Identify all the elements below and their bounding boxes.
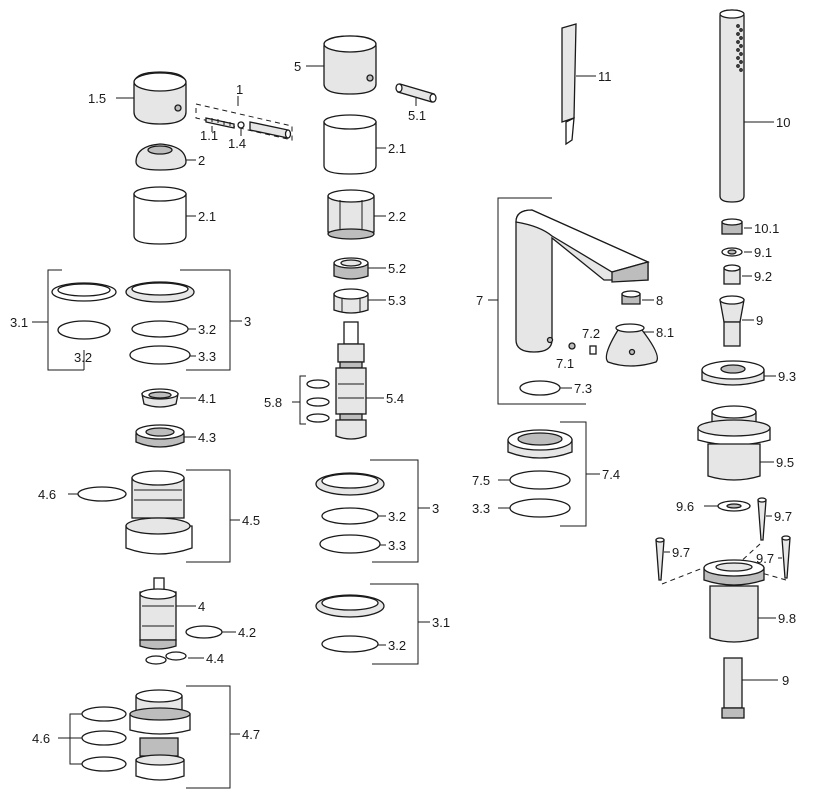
label-9-5: 9.5 — [776, 455, 794, 470]
label-3-3b: 3.3 — [388, 538, 406, 553]
label-7-2: 7.2 — [582, 326, 600, 341]
label-4-7: 4.7 — [242, 727, 260, 742]
label-9-7c: 9.7 — [756, 551, 774, 566]
part-4-cartridge — [139, 577, 177, 650]
part-9-hose-lower — [721, 657, 745, 719]
label-8: 8 — [656, 293, 663, 308]
part-9-5-bush — [697, 405, 771, 481]
label-4-5: 4.5 — [242, 513, 260, 528]
label-1-4: 1.4 — [228, 136, 246, 151]
label-9-7a: 9.7 — [774, 509, 792, 524]
label-8-1: 8.1 — [656, 325, 674, 340]
label-7-4: 7.4 — [602, 467, 620, 482]
label-7-5: 7.5 — [472, 473, 490, 488]
part-1-shaft — [195, 96, 293, 141]
label-2-1b: 2.1 — [388, 141, 406, 156]
label-4-3: 4.3 — [198, 430, 216, 445]
part-8-1-bell — [605, 323, 659, 367]
part-2-dome — [135, 143, 187, 171]
part-9-7-screws — [655, 497, 791, 581]
label-10-1: 10.1 — [754, 221, 779, 236]
label-4-1: 4.1 — [198, 391, 216, 406]
label-4: 4 — [198, 599, 205, 614]
label-4-6b: 4.6 — [32, 731, 50, 746]
label-3-1a: 3.1 — [10, 315, 28, 330]
part-9-2-fitting — [723, 264, 741, 285]
part-2-2-adapter — [327, 189, 375, 240]
part-7-4-ring-set — [507, 429, 573, 518]
label-5-1: 5.1 — [408, 108, 426, 123]
label-5-3: 5.3 — [388, 293, 406, 308]
label-9-3: 9.3 — [778, 369, 796, 384]
label-7-3: 7.3 — [574, 381, 592, 396]
label-1: 1 — [236, 82, 243, 97]
part-4-3-nut — [135, 424, 185, 448]
label-3-1b: 3.1 — [432, 615, 450, 630]
part-5-3-nut — [333, 288, 369, 314]
label-3-3a: 3.3 — [198, 349, 216, 364]
part-5-2-nut — [333, 257, 369, 280]
part-3-ring-set — [125, 281, 195, 365]
part-2-1-sleeve-b — [323, 114, 377, 175]
label-3-2a: 3.2 — [74, 350, 92, 365]
part-1-5-cap — [133, 71, 187, 125]
label-3a: 3 — [244, 314, 251, 329]
label-4-2: 4.2 — [238, 625, 256, 640]
part-2-1-sleeve — [133, 186, 187, 245]
part-9-6-clip — [717, 500, 751, 512]
label-9-7b: 9.7 — [672, 545, 690, 560]
part-8-aerator — [621, 290, 641, 305]
label-3-2d: 3.2 — [388, 638, 406, 653]
label-3-3c: 3.3 — [472, 501, 490, 516]
label-4-6a: 4.6 — [38, 487, 56, 502]
label-7: 7 — [476, 293, 483, 308]
label-10: 10 — [776, 115, 790, 130]
part-9-3-washer — [701, 360, 765, 386]
part-4-7-assembly — [129, 689, 191, 781]
part-5-4-spindle — [335, 321, 367, 440]
label-3b: 3 — [432, 501, 439, 516]
label-9-8: 9.8 — [778, 611, 796, 626]
label-5-8: 5.8 — [264, 395, 282, 410]
part-3-1-ring-set-b — [315, 594, 385, 653]
label-9b: 9 — [782, 673, 789, 688]
part-4-1-insert — [141, 388, 179, 408]
part-3-ring-set-b — [315, 472, 385, 554]
part-9-8-shank — [703, 559, 765, 643]
label-11: 11 — [598, 69, 612, 84]
label-7-1: 7.1 — [556, 356, 574, 371]
part-4-5-body — [125, 470, 193, 555]
part-3-1-ring-set — [51, 282, 117, 340]
label-1-5: 1.5 — [88, 91, 106, 106]
label-2: 2 — [198, 153, 205, 168]
label-9a: 9 — [756, 313, 763, 328]
part-9-hose-end — [719, 295, 745, 347]
label-1-1: 1.1 — [200, 128, 218, 143]
label-4-4: 4.4 — [206, 651, 224, 666]
label-3-2c: 3.2 — [388, 509, 406, 524]
label-5: 5 — [294, 59, 301, 74]
label-5-2: 5.2 — [388, 261, 406, 276]
label-9-1: 9.1 — [754, 245, 772, 260]
part-5-cap — [323, 35, 377, 95]
part-10-1-nut — [721, 218, 743, 235]
part-7-spout — [515, 209, 650, 353]
label-2-2: 2.2 — [388, 209, 406, 224]
label-2-1a: 2.1 — [198, 209, 216, 224]
label-9-2: 9.2 — [754, 269, 772, 284]
part-5-1-pin — [395, 83, 437, 103]
label-9-6: 9.6 — [676, 499, 694, 514]
part-11-key — [561, 23, 577, 146]
part-10-hand-shower — [719, 9, 745, 203]
label-3-2b: 3.2 — [198, 322, 216, 337]
label-5-4: 5.4 — [386, 391, 404, 406]
